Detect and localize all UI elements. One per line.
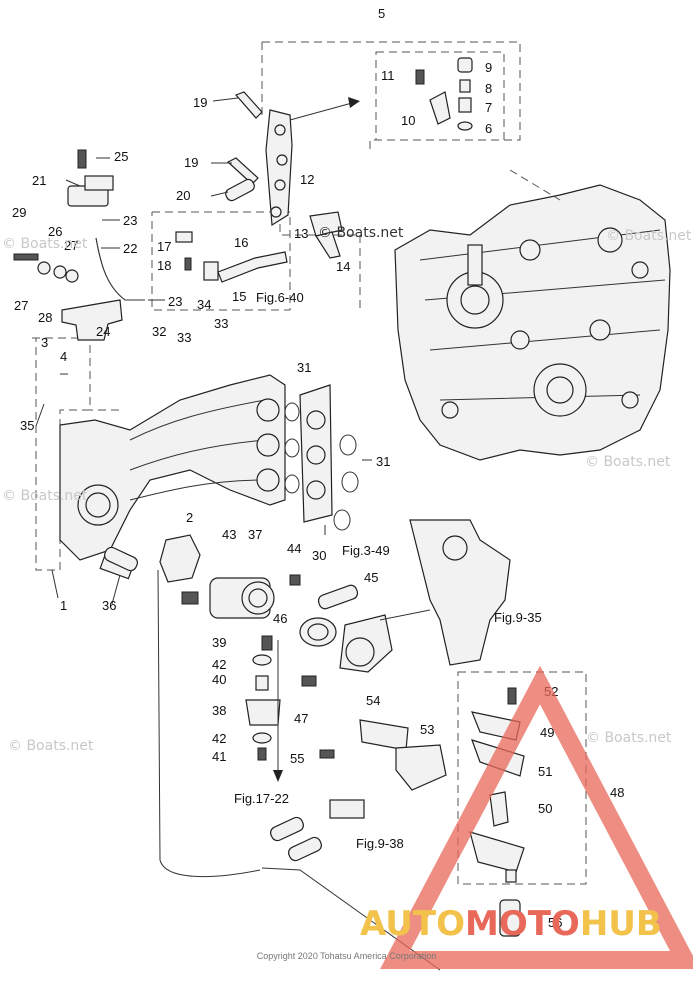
part-label: 14 — [336, 259, 350, 274]
figure-ref: Fig.9-38 — [356, 836, 404, 851]
part-label: 40 — [212, 672, 226, 687]
mount-bracket — [379, 519, 511, 666]
fuel-rail — [175, 91, 343, 283]
part-label: 19 — [184, 155, 198, 170]
part-label: 20 — [176, 188, 190, 203]
figure-ref: Fig.9-35 — [494, 610, 542, 625]
watermark: © Boats.net — [586, 730, 672, 746]
part-label: 55 — [290, 751, 304, 766]
part-label: 27 — [14, 298, 28, 313]
part-label: 33 — [214, 316, 228, 331]
part-label: 44 — [287, 541, 301, 556]
part-label: 10 — [401, 113, 415, 128]
part-label: 31 — [297, 360, 311, 375]
assembly-label-5: 5 — [378, 6, 385, 21]
part-label: 33 — [177, 330, 191, 345]
part-label: 4 — [60, 349, 67, 364]
part-label: 18 — [157, 258, 171, 273]
part-label: 42 — [212, 731, 226, 746]
sensor-hose — [67, 149, 145, 301]
part-label: 22 — [123, 241, 137, 256]
part-label: 15 — [232, 289, 246, 304]
detail-5-parts — [415, 57, 473, 131]
part-label: 8 — [485, 81, 492, 96]
part-label: 41 — [212, 749, 226, 764]
part-label: 23 — [168, 294, 182, 309]
part-label: 24 — [96, 324, 110, 339]
part-label: 35 — [20, 418, 34, 433]
part-label: 9 — [485, 60, 492, 75]
part-label: 42 — [212, 657, 226, 672]
part-label: 17 — [157, 239, 171, 254]
watermark: © Boats.net — [2, 488, 88, 504]
part-label: 46 — [273, 611, 287, 626]
figure-ref: Fig.17-22 — [234, 791, 289, 806]
watermarks: © Boats.net © Boats.net © Boats.net © Bo… — [2, 225, 692, 754]
engine-block — [394, 169, 671, 461]
watermark: © Boats.net — [2, 236, 88, 252]
detail-arrow — [289, 97, 360, 121]
part-label: 7 — [485, 100, 492, 115]
automotohub-logo: AUTOMOTOHUB — [360, 665, 693, 969]
part-label: 12 — [300, 172, 314, 187]
part-label: 45 — [364, 570, 378, 585]
part-label: 16 — [234, 235, 248, 250]
part-label: 39 — [212, 635, 226, 650]
logo-triangle-icon — [380, 665, 693, 969]
silencer — [299, 584, 447, 791]
part-label: 38 — [212, 703, 226, 718]
gasket-30 — [284, 384, 359, 531]
part-label: 30 — [312, 548, 326, 563]
part-label: 48 — [610, 785, 624, 800]
logo-word-auto: AUTO — [360, 904, 465, 944]
detail-box-5 — [375, 51, 505, 141]
part-label: 43 — [222, 527, 236, 542]
watermark: © Boats.net — [606, 228, 692, 244]
part-label: 6 — [485, 121, 492, 136]
part-label: 37 — [248, 527, 262, 542]
figure-ref: Fig.3-49 — [342, 543, 390, 558]
part-label: 11 — [381, 68, 395, 83]
watermark: © Boats.net — [8, 738, 94, 754]
hoses — [104, 546, 521, 971]
part-label: 47 — [294, 711, 308, 726]
part-label: 19 — [193, 95, 207, 110]
watermark: © Boats.net — [585, 454, 671, 470]
intake-manifold — [59, 374, 286, 561]
part-label: 50 — [538, 801, 552, 816]
throttle-body — [99, 534, 301, 782]
part-label: 56 — [548, 915, 562, 930]
part-label: 25 — [114, 149, 128, 164]
part-label: 21 — [32, 173, 46, 188]
part-label: 54 — [366, 693, 380, 708]
part-label: 29 — [12, 205, 26, 220]
part-label: 34 — [197, 297, 211, 312]
part-label: 31 — [376, 454, 390, 469]
part-label: 1 — [60, 598, 67, 613]
part-labels: 5 1 2 3 4 6 7 8 9 10 11 12 13 14 15 16 1… — [12, 6, 624, 930]
part-label: 49 — [540, 725, 554, 740]
part-label: 28 — [38, 310, 52, 325]
part-label: 13 — [294, 226, 308, 241]
logo-word-hub: HUB — [580, 904, 662, 944]
part-label: 3 — [41, 335, 48, 350]
part-label: 23 — [123, 213, 137, 228]
part-label: 51 — [538, 764, 552, 779]
logo-text: AUTOMOTOHUB — [360, 904, 662, 944]
bracket-24 — [13, 253, 123, 341]
figure-ref: Fig.6-40 — [256, 290, 304, 305]
copyright-text: Copyright 2020 Tohatsu America Corporati… — [256, 951, 437, 961]
figure-references: Fig.6-40 Fig.3-49 Fig.9-35 Fig.17-22 Fig… — [234, 290, 542, 851]
part-label: 27 — [64, 238, 78, 253]
leader-lines — [35, 97, 372, 605]
part-label: 53 — [420, 722, 434, 737]
part-label: 26 — [48, 224, 62, 239]
watermark: © Boats.net — [318, 225, 404, 241]
part-label: 2 — [186, 510, 193, 525]
logo-word-moto: MOTO — [465, 904, 580, 944]
part-label: 32 — [152, 324, 166, 339]
part-label: 36 — [102, 598, 116, 613]
